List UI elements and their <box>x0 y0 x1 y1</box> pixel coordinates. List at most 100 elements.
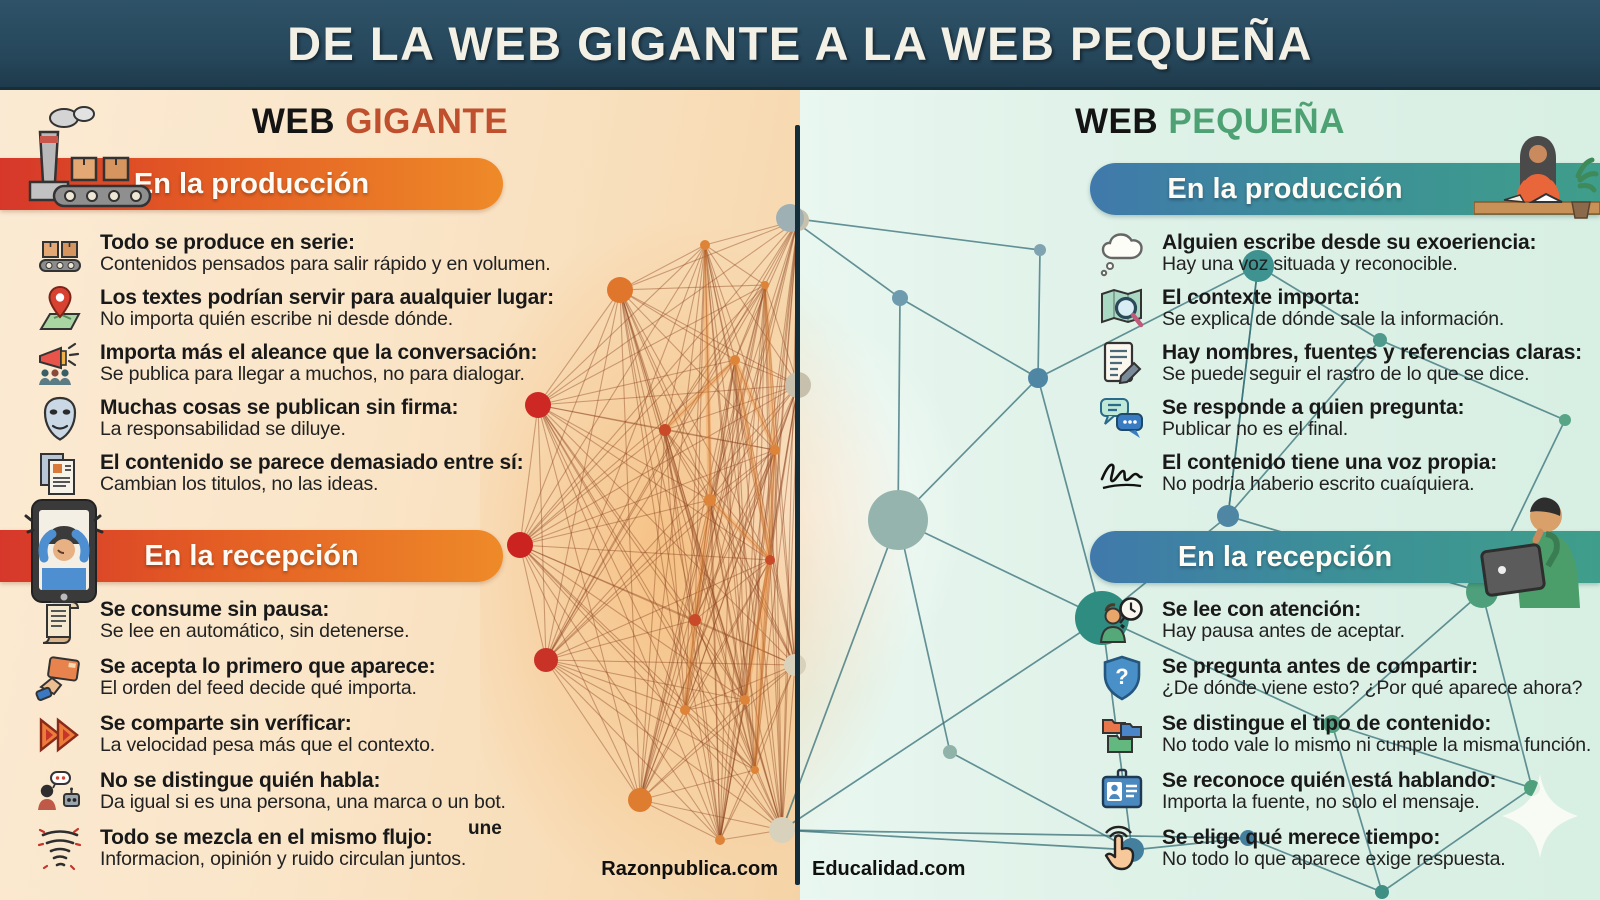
megaphone-crowd-icon <box>28 338 92 390</box>
list-item: Se distingue el tipo de contenido: No to… <box>1090 706 1600 763</box>
item-title: Hay nombres, fuentes y referencias clara… <box>1162 341 1582 365</box>
person-clock-icon <box>1090 595 1154 647</box>
banner-left-produccion: En la producción <box>0 158 503 210</box>
banner-left-recepcion: En la recepción <box>0 530 503 582</box>
item-title: Se consume sin pausa: <box>100 598 330 622</box>
list-item: Los textes podrían servir para aualquier… <box>28 281 568 336</box>
mask-icon <box>28 393 92 445</box>
item-desc: Cambian los titulos, no las ideas. <box>100 473 379 496</box>
list-item: Se acepta lo primero que aparece: El ord… <box>28 649 568 706</box>
web-pequena-prefix: WEB <box>1075 102 1159 141</box>
item-desc: Hay una voz situada y reconocible. <box>1162 253 1458 276</box>
title-bar: DE LA WEB GIGANTE A LA WEB PEQUEÑA <box>0 0 1600 90</box>
item-desc: No podria haberio escrito cuaíquiera. <box>1162 473 1475 496</box>
banner-left-produccion-label: En la producción <box>133 167 370 200</box>
item-desc: Informacion, opinión y ruido circulan ju… <box>100 848 467 871</box>
list-item: El contexte importa: Se explica de dónde… <box>1090 281 1600 336</box>
web-gigante-name: GIGANTE <box>345 102 509 141</box>
banner-right-recepcion-label: En la recepción <box>1177 540 1393 573</box>
list-item: Se responde a quien pregunta: Publicar n… <box>1090 391 1600 446</box>
list-item: Importa más el aleance que la conversaci… <box>28 336 568 391</box>
item-title: No se distingue quién habla: <box>100 769 381 793</box>
whirlwind-icon <box>28 823 92 875</box>
item-title: Los textes podrían servir para aualquier… <box>100 286 554 310</box>
page-title: DE LA WEB GIGANTE A LA WEB PEQUEÑA <box>287 17 1313 70</box>
item-desc: Se explica de dónde sale la información. <box>1162 308 1505 331</box>
footer-site-educalidad[interactable]: Educalidad.com <box>812 858 966 880</box>
item-title: Se acepta lo primero que aparece: <box>100 655 436 679</box>
item-title: El contexte importa: <box>1162 286 1360 310</box>
id-badge-icon <box>1090 766 1154 818</box>
item-desc: Hay pausa antes de aceptar. <box>1162 620 1405 643</box>
banner-left-recepcion-label: En la recepción <box>144 539 359 572</box>
item-title: El contenido se parece demasiado entre s… <box>100 451 524 475</box>
list-item: Muchas cosas se publican sin firma: La r… <box>28 391 568 446</box>
item-title: Se comparte sin veríficar: <box>100 712 352 736</box>
item-desc: ¿De dónde viene esto? ¿Por qué aparece a… <box>1162 677 1583 700</box>
item-desc: Se publica para llegar a muchos, no para… <box>100 363 525 386</box>
item-title: Todo se produce en serie: <box>100 231 355 255</box>
item-title: Se lee con atención: <box>1162 598 1362 622</box>
folders-icon <box>1090 709 1154 761</box>
svg-text:?: ? <box>1115 664 1128 689</box>
item-desc: Se puede seguir el rastro de lo que se d… <box>1162 363 1530 386</box>
fast-forward-icon <box>28 709 92 761</box>
banner-right-produccion: En la producción <box>1090 163 1600 215</box>
chat-bubbles-icon <box>1090 393 1154 445</box>
web-gigante-header: WEB GIGANTE <box>160 102 600 142</box>
list-item: Se lee con atención: Hay pausa antes de … <box>1090 592 1600 649</box>
item-title: Se elige qué merece tiempo: <box>1162 826 1441 850</box>
item-title: Se reconoce quién está hablando: <box>1162 769 1497 793</box>
shield-question-icon: ? <box>1090 652 1154 704</box>
list-item: Se comparte sin veríficar: La velocidad … <box>28 706 568 763</box>
list-item: Todo se produce en serie: Contenidos pen… <box>28 226 568 281</box>
right-recepcion-list: Se lee con atención: Hay pausa antes de … <box>1090 592 1600 877</box>
item-title: Se pregunta antes de compartir: <box>1162 655 1478 679</box>
item-desc: El orden del feed decide qué importa. <box>100 677 417 700</box>
scroll-icon <box>28 595 92 647</box>
footer-site-razonpublica[interactable]: Razonpublica.com <box>601 858 778 880</box>
item-title: Se responde a quien pregunta: <box>1162 396 1465 420</box>
item-desc: No todo vale lo mismo ni cumple la misma… <box>1162 734 1592 757</box>
left-recepcion-list: Se consume sin pausa: Se lee en automáti… <box>28 592 568 877</box>
item-title: El contenido tiene una voz propia: <box>1162 451 1498 475</box>
tap-finger-icon <box>1090 823 1154 875</box>
web-pequena-header: WEB PEQUEÑA <box>990 102 1430 142</box>
signature-icon <box>1090 448 1154 500</box>
duplicated-documents-icon <box>28 448 92 500</box>
item-desc: No todo lo que aparece exige respuesta. <box>1162 848 1506 871</box>
banner-right-produccion-label: En la producción <box>1167 172 1403 205</box>
web-pequena-name: PEQUEÑA <box>1168 102 1345 141</box>
item-title: Todo se mezcla en el mismo flujo: <box>100 826 433 850</box>
item-title: Se distingue el tipo de contenido: <box>1162 712 1492 736</box>
map-magnifier-icon <box>1090 283 1154 335</box>
item-title: Importa más el aleance que la conversaci… <box>100 341 538 365</box>
item-title: Alguien escribe desde su exoeriencia: <box>1162 231 1537 255</box>
item-desc: Importa la fuente, no solo el mensaje. <box>1162 791 1480 814</box>
list-item: El contenido se parece demasiado entre s… <box>28 446 568 501</box>
item-title: Muchas cosas se publican sin firma: <box>100 396 459 420</box>
banner-right-recepcion: En la recepción <box>1090 531 1600 583</box>
document-pen-icon <box>1090 338 1154 390</box>
item-desc: La responsabilidad se diluye. <box>100 418 346 441</box>
list-item: Todo se mezcla en el mismo flujo: Inform… <box>28 820 568 877</box>
list-item: El contenido tiene una voz propia: No po… <box>1090 446 1600 501</box>
item-desc: La velocidad pesa más que el contexto. <box>100 734 435 757</box>
web-gigante-prefix: WEB <box>251 102 335 141</box>
center-divider-line <box>795 125 800 885</box>
item-desc: No importa quién escribe ni desde dónde. <box>100 308 453 331</box>
item-desc: Contenidos pensados para salir rápido y … <box>100 253 551 276</box>
item-desc: Da igual si es una persona, una marca o … <box>100 791 506 814</box>
list-item: Se consume sin pausa: Se lee en automáti… <box>28 592 568 649</box>
left-produccion-list: Todo se produce en serie: Contenidos pen… <box>28 226 568 501</box>
item-desc: Publicar no es el final. <box>1162 418 1348 441</box>
location-pin-icon <box>28 283 92 335</box>
list-item: Se reconoce quién está hablando: Importa… <box>1090 763 1600 820</box>
conveyor-boxes-icon <box>28 228 92 280</box>
thought-cloud-icon <box>1090 228 1154 280</box>
hand-card-icon <box>28 652 92 704</box>
list-item: No se distingue quién habla: Da igual si… <box>28 763 568 820</box>
list-item: ? Se pregunta antes de compartir: ¿De dó… <box>1090 649 1600 706</box>
person-bot-icon <box>28 766 92 818</box>
